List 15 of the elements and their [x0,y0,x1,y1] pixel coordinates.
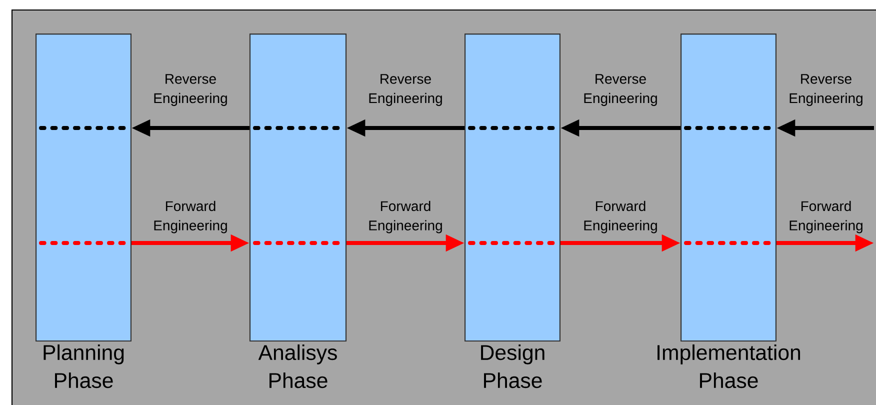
edge-label: Reverse Engineering [783,72,869,108]
edge-label: Reverse Engineering [578,72,664,108]
node-label: Implementation Phase [658,344,800,388]
phase-box: Design Phase [464,34,560,388]
edge-label: Forward Engineering [148,199,234,235]
node-label: Planning Phase [44,344,124,388]
edge-label: Forward Engineering [783,199,869,235]
node-label: Design Phase [481,344,544,388]
edge-label: Reverse Engineering [362,72,448,108]
phase-box: Planning Phase [36,34,132,388]
edge-label: Forward Engineering [362,199,448,235]
node-label: Analisys Phase [258,344,337,388]
edge-label: Reverse Engineering [148,72,234,108]
edge-label: Forward Engineering [578,199,664,235]
phase-box: Analisys Phase [249,34,347,388]
